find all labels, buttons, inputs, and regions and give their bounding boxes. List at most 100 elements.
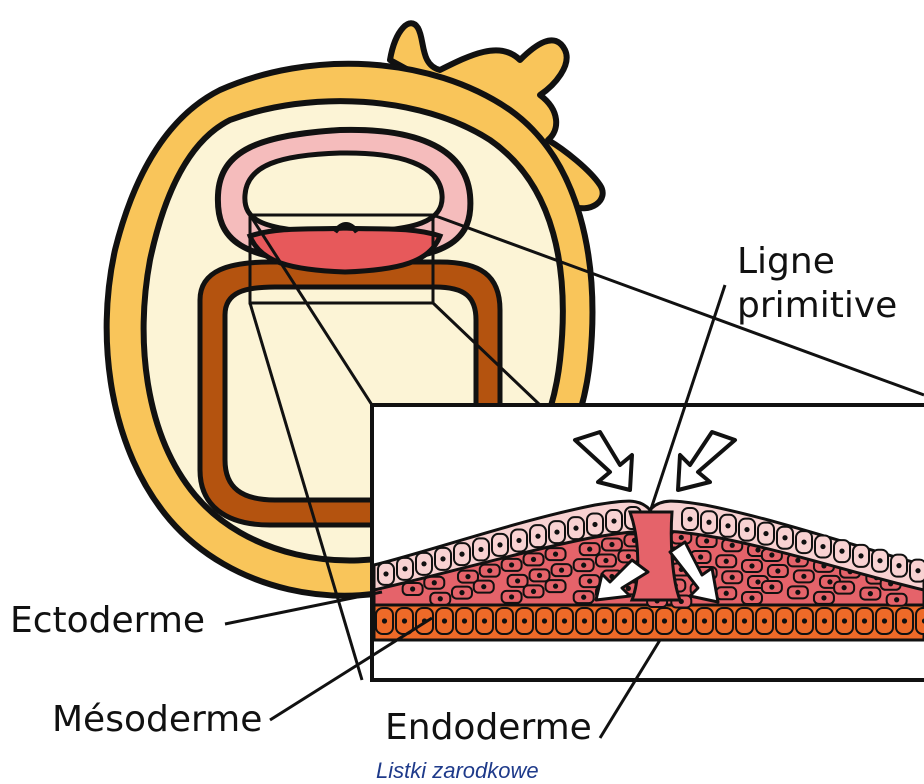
endoderm-cell-nucleus (582, 618, 587, 623)
ectoderm-cell-nucleus (706, 520, 711, 525)
mesoderm-cell-nucleus (609, 542, 614, 547)
endoderm-cell-nucleus (622, 618, 627, 623)
mesoderm-cell-nucleus (827, 579, 832, 584)
endoderm-cell-nucleus (462, 618, 467, 623)
mesoderm-cell-nucleus (821, 595, 826, 600)
endoderm-cell-nucleus (442, 618, 447, 623)
ectoderm-cell-nucleus (611, 518, 616, 523)
ectoderm-cell-nucleus (478, 547, 483, 552)
endoderm-cell-nucleus (562, 618, 567, 623)
mesoderm-cell-nucleus (603, 558, 608, 563)
endoderm-cell-nucleus (842, 618, 847, 623)
ectoderm-cell-nucleus (459, 552, 464, 557)
mesoderm-cell-nucleus (730, 543, 735, 548)
mesoderm-cell-nucleus (868, 591, 873, 596)
mesoderm-cell-nucleus (724, 591, 729, 596)
ectoderm-cell-nucleus (516, 538, 521, 543)
endoderm-cell-nucleus (822, 618, 827, 623)
endoderm-cell-nucleus (602, 618, 607, 623)
ectoderm-cell-nucleus (858, 553, 863, 558)
label-mesoderme: Mésoderme (52, 702, 262, 738)
label-endoderme: Endoderme (385, 710, 592, 746)
mesoderm-cell-nucleus (775, 568, 780, 573)
mesoderm-cell-nucleus (749, 563, 754, 568)
label-ligne-primitive: Ligne primitive (737, 240, 897, 328)
mesoderm-cell-nucleus (769, 584, 774, 589)
ectoderm-cell-nucleus (592, 522, 597, 527)
mesoderm-cell-nucleus (537, 573, 542, 578)
mesoderm-cell-nucleus (587, 579, 592, 584)
ectoderm-cell-nucleus (573, 526, 578, 531)
endoderm-cell-nucleus (662, 618, 667, 623)
ectoderm-cell-nucleus (535, 534, 540, 539)
ectoderm-cell-nucleus (820, 544, 825, 549)
mesoderm-cell-nucleus (769, 552, 774, 557)
ectoderm-cell-nucleus (915, 568, 920, 573)
mesoderm-cell-nucleus (801, 574, 806, 579)
endoderm-cell-nucleus (522, 618, 527, 623)
mesoderm-cell-nucleus (531, 589, 536, 594)
mesoderm-cell-nucleus (698, 554, 703, 559)
mesoderm-cell-nucleus (459, 590, 464, 595)
ectoderm-cell-nucleus (687, 516, 692, 521)
mesoderm-cell-nucleus (465, 574, 470, 579)
endoderm-cell-nucleus (802, 618, 807, 623)
ectoderm-cell-nucleus (440, 556, 445, 561)
ectoderm-cell-nucleus (896, 563, 901, 568)
ectoderm-cell-nucleus (744, 527, 749, 532)
mesoderm-cell-nucleus (553, 584, 558, 589)
mesoderm-cell-nucleus (704, 538, 709, 543)
mesoderm-cell-nucleus (559, 568, 564, 573)
endoderm-cell-nucleus (482, 618, 487, 623)
mesoderm-cell-nucleus (749, 595, 754, 600)
mesoderm-cell-nucleus (730, 575, 735, 580)
mesoderm-cell-nucleus (894, 597, 899, 602)
mesoderm-cell-nucleus (581, 563, 586, 568)
mesoderm-cell-nucleus (487, 568, 492, 573)
mesoderm-cell-nucleus (481, 584, 486, 589)
figure-caption: Listki zarodkowe (376, 760, 539, 782)
mesoderm-cell-nucleus (795, 590, 800, 595)
mesoderm-cell-nucleus (581, 595, 586, 600)
mesoderm-cell-nucleus (438, 596, 443, 601)
endoderm-cell-nucleus (702, 618, 707, 623)
label-ectoderme: Ectoderme (10, 603, 205, 639)
mesoderm-cell-nucleus (531, 557, 536, 562)
mesoderm-cell-nucleus (679, 535, 684, 540)
ectoderm-cell-nucleus (782, 535, 787, 540)
ectoderm-cell-nucleus (877, 558, 882, 563)
zoom-inset (372, 405, 924, 680)
ectoderm-cell-nucleus (497, 542, 502, 547)
ectoderm-cell-nucleus (801, 539, 806, 544)
endoderm-cell-nucleus (862, 618, 867, 623)
endoderm-cell-nucleus (722, 618, 727, 623)
endoderm-cell-nucleus (542, 618, 547, 623)
mesoderm-cell-nucleus (410, 586, 415, 591)
ectoderme-leader (225, 592, 382, 624)
endoderm-cell-nucleus (642, 618, 647, 623)
label-ligne-primitive-line2: primitive (737, 284, 897, 328)
mesoderm-cell-nucleus (755, 579, 760, 584)
ectoderm-cell-nucleus (839, 549, 844, 554)
endoderm-cell-nucleus (382, 618, 387, 623)
endoderm-cell-nucleus (762, 618, 767, 623)
mesoderm-cell-nucleus (515, 578, 520, 583)
mesoderm-cell-nucleus (626, 554, 631, 559)
endoderm-cell-nucleus (882, 618, 887, 623)
ectoderm-cell-nucleus (421, 561, 426, 566)
endoderm-cell-nucleus (502, 618, 507, 623)
mesoderm-cell-nucleus (842, 585, 847, 590)
endoderm-cells (376, 608, 924, 634)
ectoderm-cell-nucleus (402, 566, 407, 571)
mesoderm-cell-nucleus (587, 547, 592, 552)
ectoderm-cell-nucleus (554, 529, 559, 534)
endoderm-cell-nucleus (742, 618, 747, 623)
label-ligne-primitive-line1: Ligne (737, 240, 897, 284)
endoderm-cell-nucleus (402, 618, 407, 623)
endoderm-cell-nucleus (782, 618, 787, 623)
amniotic-cavity (245, 153, 442, 232)
ectoderm-cell-nucleus (725, 523, 730, 528)
ectoderm-cell-nucleus (383, 571, 388, 576)
